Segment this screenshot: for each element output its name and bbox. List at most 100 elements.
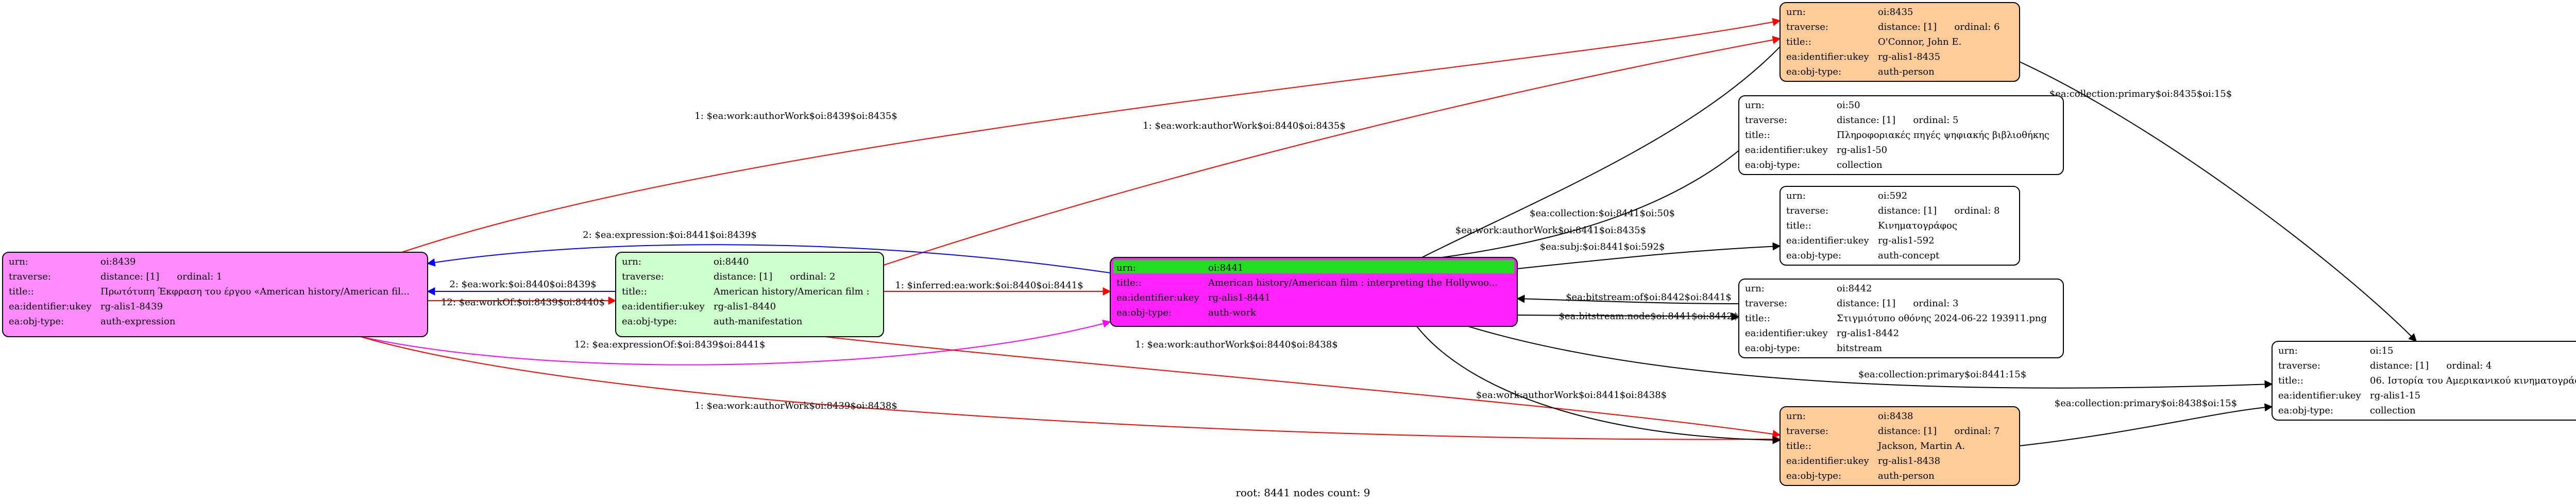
node-box <box>1780 406 2020 486</box>
edge-label: 2: $ea:expression:$oi:8441$oi:8439$ <box>583 230 757 240</box>
node-field-label: urn: <box>1786 7 1806 18</box>
node-field-label: ea:identifier:ukey <box>9 301 92 312</box>
node-field-label: ea:identifier:ukey <box>1745 145 1828 155</box>
edge-line <box>824 336 1781 438</box>
node-box <box>1780 2 2020 82</box>
node-field-value: distance: [1] ordinal: 8 <box>1878 205 1999 216</box>
node-field-value: distance: [1] ordinal: 4 <box>2370 360 2492 371</box>
edge-label: 12: $ea:workOf:$oi:8439$oi:8440$ <box>441 297 605 308</box>
node-field-value: Κινηματογράφος <box>1878 220 1957 231</box>
edge: $ea:work:authorWork$oi:8441$oi:8435$ <box>1421 38 1789 258</box>
edge: $ea:collection:$oi:8441$oi:50$ <box>1421 117 1773 260</box>
edge: $ea:collection:primary$oi:8435$oi:15$ <box>2019 61 2417 342</box>
node-field-value: oi:50 <box>1837 100 1860 111</box>
graph-node[interactable]: urn: oi:15 traverse: distance: [1] ordinal:… <box>2272 341 2576 421</box>
node-field-label: traverse: <box>9 271 51 282</box>
node-field-value: rg-alis1-8439 <box>100 301 163 312</box>
node-field-value: auth-person <box>1878 66 1935 77</box>
node-field-label: traverse: <box>1786 22 1828 32</box>
node-field-label: ea:identifier:ukey <box>1116 292 1199 303</box>
node-field-label: title:: <box>1745 130 1770 141</box>
graph-caption: root: 8441 nodes count: 9 <box>1235 486 1370 499</box>
node-field-label: traverse: <box>1745 115 1787 126</box>
node-field-value: rg-alis1-592 <box>1878 235 1935 246</box>
edge-label: 1: $ea:work:authorWork$oi:8439$oi:8438$ <box>694 401 897 411</box>
node-field-label: urn: <box>1745 100 1765 111</box>
node-field-value: oi:8435 <box>1878 7 1913 18</box>
edge-line <box>1421 38 1789 258</box>
node-field-value: Στιγμιότυπο οθόνης 2024-06-22 193911.png <box>1837 313 2047 324</box>
node-field-value: rg-alis1-8442 <box>1837 328 1899 339</box>
node-field-label: ea:identifier:ukey <box>1786 235 1869 246</box>
node-field-label: traverse: <box>1786 205 1828 216</box>
node-field-label: ea:obj-type: <box>1745 343 1800 354</box>
edge-line <box>1421 117 1773 260</box>
node-field-label: urn: <box>9 256 28 267</box>
graph-node[interactable]: urn: oi:592 traverse: distance: [1] ordinal… <box>1780 186 2020 266</box>
node-field-value: bitstream <box>1837 343 1882 354</box>
node-field-value: American history/American film : interpr… <box>1208 277 1498 288</box>
edge-line <box>883 36 1781 266</box>
edge-line <box>1468 326 2273 389</box>
node-field-value: rg-alis1-8440 <box>714 301 776 312</box>
node-field-value: oi:8440 <box>714 256 749 267</box>
edge-line <box>360 336 1781 444</box>
node-field-label: traverse: <box>1786 426 1828 437</box>
node-field-label: traverse: <box>2278 360 2320 371</box>
node-box <box>615 252 884 337</box>
node-field-label: title:: <box>1786 37 1811 47</box>
node-field-value: collection <box>1837 160 1883 170</box>
node-field-value: 06. Ιστορία του Αμερικανικού κινηματογρά… <box>2370 375 2576 386</box>
node-field-value: American history/American film : <box>713 286 870 297</box>
node-field-label: urn: <box>1786 190 1806 201</box>
node-field-label: traverse: <box>622 271 664 282</box>
edge-line <box>2019 61 2417 342</box>
edge: $ea:collection:primary$oi:8441:15$ <box>1468 326 2273 389</box>
node-field-value: oi:15 <box>2370 345 2394 356</box>
node-field-label: ea:obj-type: <box>9 316 64 327</box>
node-field-label: urn: <box>2278 345 2298 356</box>
node-field-label: title:: <box>1745 313 1770 324</box>
edge-label: 1: $ea:work:authorWork$oi:8440$oi:8438$ <box>1135 339 1337 350</box>
node-field-label: ea:obj-type: <box>1786 250 1841 261</box>
node-field-value: rg-alis1-50 <box>1837 145 1887 155</box>
root-node-header <box>1113 260 1514 273</box>
node-box <box>1738 279 2064 358</box>
node-field-label: ea:obj-type: <box>622 316 677 327</box>
node-box <box>1738 95 2064 175</box>
edge: 1: $inferred:ea:work:$oi:8440$oi:8441$ <box>883 280 1111 296</box>
node-field-value: oi:592 <box>1878 190 1907 201</box>
node-field-value: oi:8442 <box>1837 283 1872 294</box>
edge-label: $ea:work:authorWork$oi:8441$oi:8435$ <box>1455 225 1646 236</box>
edge-line <box>427 244 1111 273</box>
node-field-value: auth-work <box>1208 307 1257 318</box>
node-field-label: title:: <box>2278 375 2303 386</box>
edge: $ea:bitstream:node$oi:8441$oi:8442$ <box>1517 311 1740 322</box>
edge: 2: $ea:expression:$oi:8441$oi:8439$ <box>427 230 1111 273</box>
node-field-label: title:: <box>1786 220 1811 231</box>
edge: $ea:collection:primary$oi:8438$oi:15$ <box>2019 398 2273 446</box>
edge-label: $ea:bitstream:node$oi:8441$oi:8442$ <box>1559 311 1739 322</box>
edge-label: $ea:collection:primary$oi:8438$oi:15$ <box>2055 398 2237 409</box>
edge: 1: $ea:work:authorWork$oi:8440$oi:8438$ <box>824 336 1781 438</box>
node-field-value: auth-person <box>1878 471 1935 481</box>
edges-layer: 1: $ea:work:authorWork$oi:8439$oi:8435$1… <box>360 18 2417 446</box>
node-field-value: O'Connor, John E. <box>1878 37 1961 47</box>
node-field-label: urn: <box>622 256 641 267</box>
edge-label: $ea:collection:primary$oi:8435$oi:15$ <box>2049 89 2232 99</box>
edge: $ea:subj:$oi:8441$oi:592$ <box>1517 241 1781 269</box>
node-field-label: title:: <box>1116 277 1142 288</box>
node-box <box>1780 186 2020 266</box>
edge: 12: $ea:workOf:$oi:8439$oi:8440$ <box>428 297 617 308</box>
edge-label: $ea:bitstream:of$oi:8442$oi:8441$ <box>1566 292 1732 303</box>
node-field-value: Jackson, Martin A. <box>1877 441 1965 451</box>
node-field-value: distance: [1] ordinal: 1 <box>100 271 222 282</box>
